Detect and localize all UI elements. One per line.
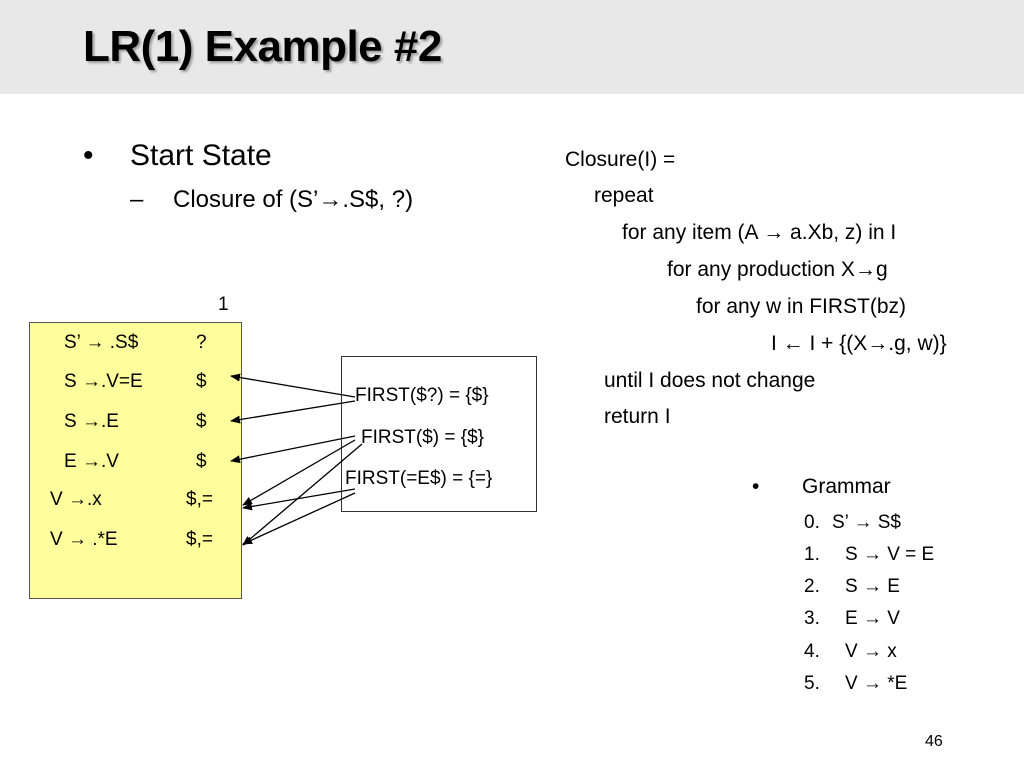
grammar-heading: Grammar [802, 475, 891, 498]
state-item: E →.V [64, 451, 119, 472]
lr-state-box: S’ → .S$ ? S →.V=E $ S →.E $ E →.V $ V →… [29, 322, 242, 599]
state-item: V → .*E [50, 529, 118, 550]
state-number: 1 [218, 294, 229, 315]
state-lookahead: $ [196, 411, 207, 432]
sub-bullet-closure: Closure of (S’→.S$, ?) [173, 186, 414, 213]
first-sets-box: FIRST($?) = {$} FIRST($) = {$} FIRST(=E$… [341, 356, 537, 512]
grammar-rule-num: 4. [804, 641, 820, 662]
grammar-rule: S → E [845, 576, 900, 597]
grammar-rule-num: 0. [804, 512, 820, 533]
closure-line-8: return I [604, 405, 671, 428]
arrow-first2-to-la4 [242, 439, 356, 506]
state-lookahead: $,= [186, 489, 213, 510]
first-set: FIRST($?) = {$} [355, 385, 489, 406]
bullet-marker: • [83, 139, 94, 172]
bullet-start-state: Start State [130, 139, 272, 172]
first-set: FIRST(=E$) = {=} [345, 468, 493, 489]
grammar-rule-num: 5. [804, 673, 820, 694]
arrow-first3-to-la4 [242, 488, 356, 511]
closure-line-6: I ← I + {(X→.g, w)} [771, 332, 947, 355]
arrow-first2-to-la3 [230, 435, 356, 464]
state-item: S’ → .S$ [64, 332, 139, 353]
grammar-rule: S’ → S$ [832, 512, 901, 533]
title-bar [0, 0, 1024, 94]
dash-marker: – [130, 186, 144, 213]
closure-line-4: for any production X→g [667, 258, 888, 281]
grammar-rule-num: 2. [804, 576, 820, 597]
closure-line-1: Closure(I) = [565, 148, 676, 171]
grammar-bullet-marker: • [752, 475, 760, 498]
arrow-first3-to-la5 [242, 492, 356, 545]
state-lookahead: $ [196, 451, 207, 472]
grammar-rule: V → x [845, 641, 897, 662]
page-number: 46 [925, 733, 943, 750]
state-item: S →.V=E [64, 371, 143, 392]
grammar-rule-num: 3. [804, 608, 820, 629]
grammar-rule: S → V = E [845, 544, 935, 565]
state-lookahead: $ [196, 371, 207, 392]
state-item: S →.E [64, 411, 119, 432]
grammar-rule-num: 1. [804, 544, 820, 565]
closure-line-5: for any w in FIRST(bz) [696, 295, 907, 318]
state-lookahead: ? [196, 332, 207, 353]
state-item: V →.x [50, 489, 102, 510]
first-set: FIRST($) = {$} [361, 427, 485, 448]
closure-line-2: repeat [594, 184, 654, 207]
arrow-first1-to-la1 [230, 373, 356, 398]
state-lookahead: $,= [186, 529, 213, 550]
grammar-rule: E → V [845, 608, 900, 629]
closure-line-3: for any item (A → a.Xb, z) in I [622, 221, 897, 244]
grammar-rule: V → *E [845, 673, 908, 694]
closure-line-7: until I does not change [604, 369, 816, 392]
arrow-first2-to-la5 [242, 443, 363, 546]
arrow-first1-to-la2 [230, 400, 356, 424]
slide-title: LR(1) Example #2 [83, 22, 442, 71]
